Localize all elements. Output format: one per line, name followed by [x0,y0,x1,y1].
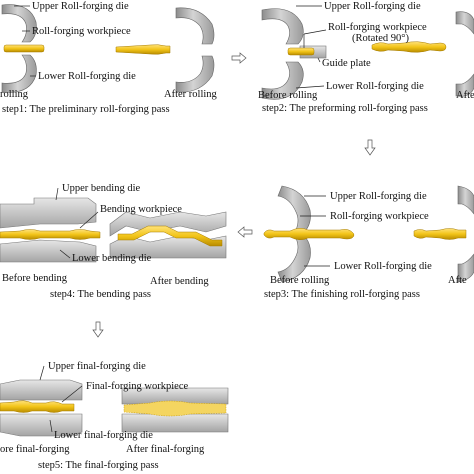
step1-panel: Upper Roll-forging die Roll-forging work… [0,1,218,115]
step3-panel: Upper Roll-forging die Roll-forging work… [263,185,474,300]
step5-lower-die-label: Lower final-forging die [54,430,153,441]
step5-panel: Upper final-forging die Final-forging wo… [0,361,229,471]
arrow-step3-to-step4 [237,226,253,238]
step2-guide-label: Guide plate [322,58,371,69]
step2-after-label: Afte [456,90,474,101]
step5-upper-die-label: Upper final-forging die [48,361,146,372]
step5-lower-die [0,413,83,437]
step4-before-label: Before bending [2,273,68,284]
step2-caption: step2: The preforming roll-forging pass [262,103,428,114]
step2-upper-die-label: Upper Roll-forging die [324,1,421,12]
step3-upper-die [277,185,311,231]
step5-after-workpiece [123,400,227,417]
step3-after-workpiece [413,228,467,240]
step5-after-label: After final-forging [126,444,205,455]
step4-lower-die-label: Lower bending die [72,253,152,264]
step1-workpiece-label: Roll-forging workpiece [32,26,131,37]
step5-upper-die [0,379,83,401]
arrow-step1-to-step2 [231,52,247,64]
arrow-step4-to-step5 [92,321,104,338]
step4-after-label: After bending [150,276,209,287]
step4-upper-die-label: Upper bending die [62,183,140,194]
step4-upper-die [0,197,97,229]
step1-upper-die-label: Upper Roll-forging die [32,1,129,12]
step3-workpiece-label: Roll-forging workpiece [330,211,429,222]
step2-workpiece-label: Roll-forging workpiece [328,22,427,33]
step4-caption: step4: The bending pass [50,289,151,300]
step2-panel: Upper Roll-forging die Roll-forging work… [258,1,474,114]
step2-after-upper-die [455,11,474,35]
step2-workpiece [287,47,315,56]
step5-after-lower-die [121,413,229,433]
step4-workpiece [0,229,101,240]
step3-caption: step3: The finishing roll-forging pass [264,289,420,300]
step4-workpiece-label: Bending workpiece [100,204,182,215]
step1-upper-die [1,4,37,43]
step4-after-workpiece [117,225,223,247]
step5-before-label: ore final-forging [0,444,70,455]
step1-after-lower-die [175,55,215,93]
step3-lower-die-label: Lower Roll-forging die [334,261,432,272]
step1-before-label: rolling [0,89,29,100]
step5-workpiece-label: Final-forging workpiece [86,381,188,392]
step1-caption: step1: The preliminary roll-forging pass [2,104,170,115]
step4-after-upper-die [109,211,227,237]
step1-after-workpiece [115,44,171,55]
step4-lower-die [0,239,97,263]
step2-upper-die [261,8,304,45]
step1-workpiece [3,44,45,53]
step3-before-label: Before rolling [270,275,330,286]
step1-after-upper-die [175,7,215,45]
step2-lower-die-label: Lower Roll-forging die [326,81,424,92]
step2-rotated-label: (Rotated 90°) [352,33,409,44]
step2-rotated-workpiece [371,41,447,53]
step1-after-label: After rolling [164,89,218,100]
step3-workpiece [263,228,355,240]
step5-caption: step5: The final-forging pass [38,460,159,471]
step3-after-upper-die [457,185,474,215]
step5-workpiece [0,400,75,413]
step2-lower-die [261,61,304,100]
step2-before-label: Before rolling [258,90,318,101]
step4-panel: Upper bending die Bending workpiece Lowe… [0,183,227,300]
step1-lower-die-label: Lower Roll-forging die [38,71,136,82]
arrow-step2-to-step3 [364,139,376,156]
step3-upper-die-label: Upper Roll-forging die [330,191,427,202]
step1-lower-die [1,54,37,93]
step5-after-upper-die [121,387,229,405]
step3-after-label: Afte [448,275,467,286]
